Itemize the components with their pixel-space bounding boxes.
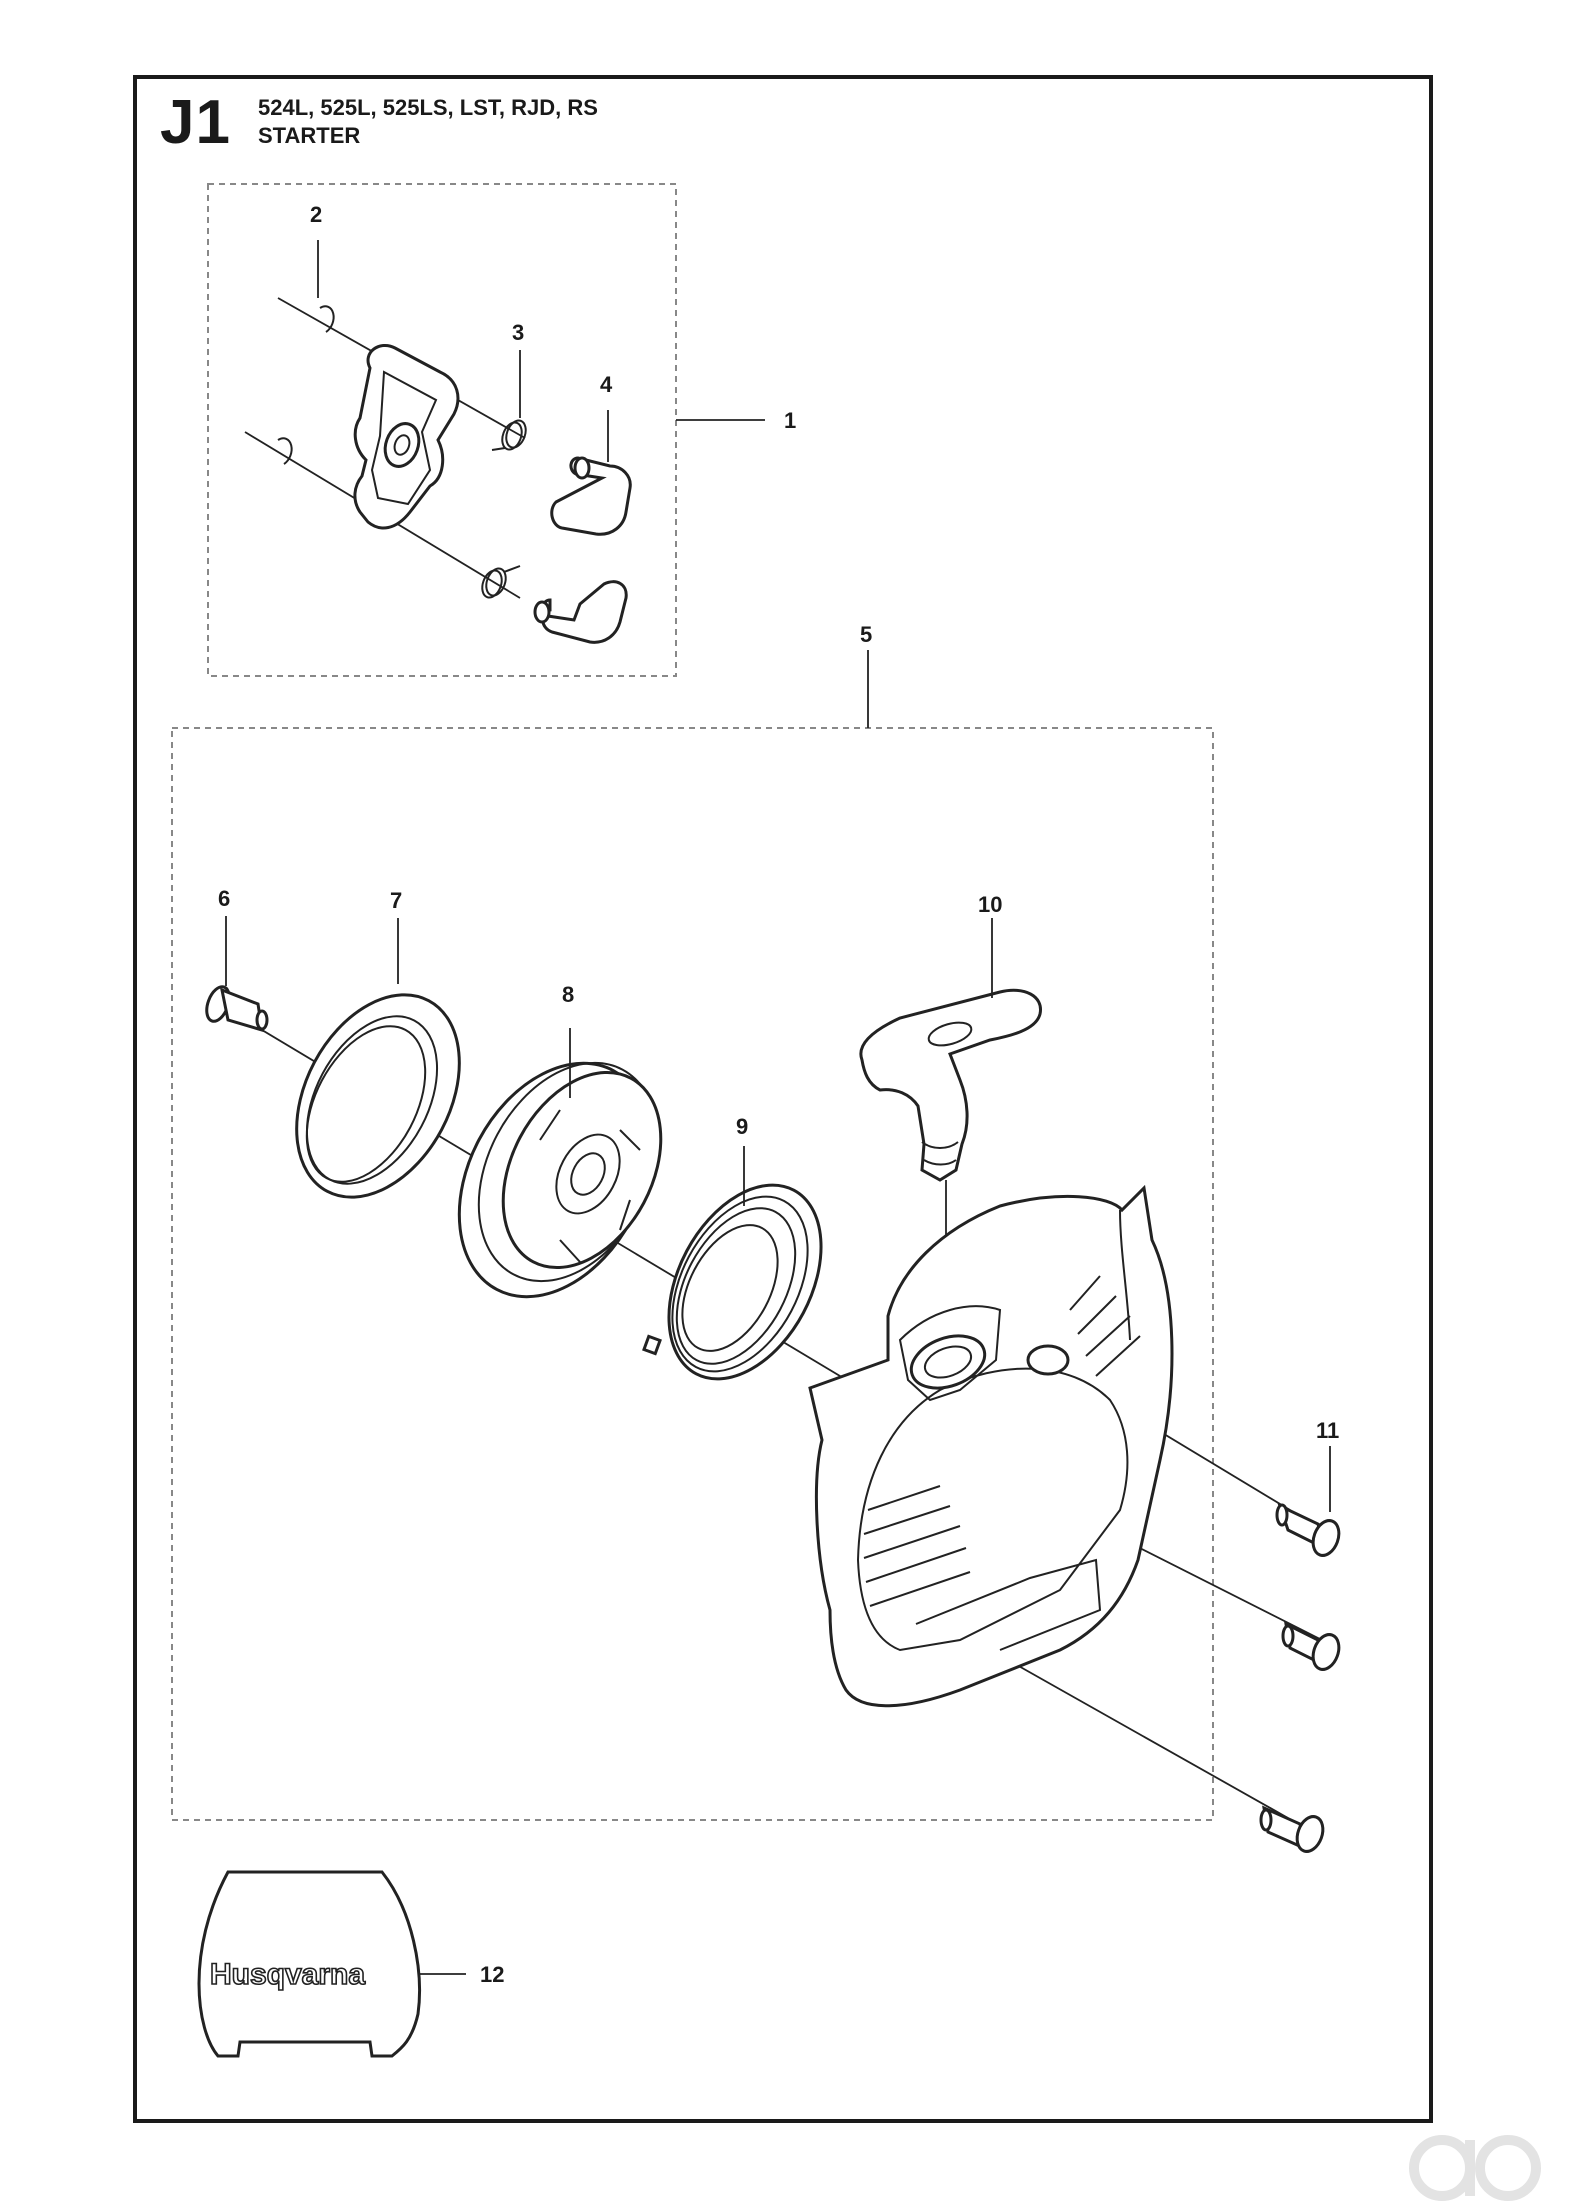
pawl-spring-lower bbox=[481, 565, 521, 599]
pawl-spring-upper bbox=[491, 419, 527, 451]
starter-assembly-box bbox=[171, 727, 1214, 1821]
rope-pulley bbox=[457, 1061, 663, 1299]
starter-housing bbox=[808, 1184, 1174, 1708]
decal-brand-text: Husqvarna bbox=[210, 1958, 365, 1991]
callout-8: 8 bbox=[562, 982, 574, 1007]
housing-screw-1 bbox=[1275, 1503, 1341, 1557]
pawl-carrier bbox=[353, 344, 460, 530]
pawl-upper bbox=[550, 456, 632, 536]
callout-1: 1 bbox=[784, 408, 796, 433]
center-screw bbox=[205, 985, 269, 1033]
callout-2: 2 bbox=[310, 202, 322, 227]
housing-screw-2 bbox=[1281, 1621, 1341, 1671]
watermark-logo bbox=[1409, 2135, 1541, 2201]
pawl-lower bbox=[533, 580, 628, 644]
starter-handle bbox=[859, 988, 1042, 1182]
callout-9: 9 bbox=[736, 1114, 748, 1139]
callout-3: 3 bbox=[512, 320, 524, 345]
screw-axis-3 bbox=[1007, 1659, 1289, 1819]
callout-11: 11 bbox=[1316, 1418, 1339, 1443]
husqvarna-decal: Husqvarna bbox=[197, 1870, 421, 2058]
circlip-upper bbox=[319, 305, 335, 333]
rope-guide-ring bbox=[295, 993, 461, 1199]
circlip-lower bbox=[277, 437, 293, 465]
callout-6: 6 bbox=[218, 886, 230, 911]
section-title: STARTER bbox=[258, 123, 361, 148]
callout-4: 4 bbox=[600, 372, 613, 397]
callout-10: 10 bbox=[978, 892, 1002, 917]
page-frame bbox=[133, 75, 1433, 2123]
callout-5: 5 bbox=[860, 622, 872, 647]
housing-screw-3 bbox=[1259, 1805, 1325, 1853]
screw-axis-2 bbox=[1115, 1535, 1323, 1641]
pawl-assembly-box bbox=[207, 183, 677, 677]
callout-7: 7 bbox=[390, 888, 402, 913]
model-list: 524L, 525L, 525LS, LST, RJD, RS bbox=[258, 95, 598, 120]
recoil-spring bbox=[642, 1183, 823, 1381]
section-code: J1 bbox=[160, 88, 231, 157]
callout-12: 12 bbox=[480, 1962, 504, 1987]
